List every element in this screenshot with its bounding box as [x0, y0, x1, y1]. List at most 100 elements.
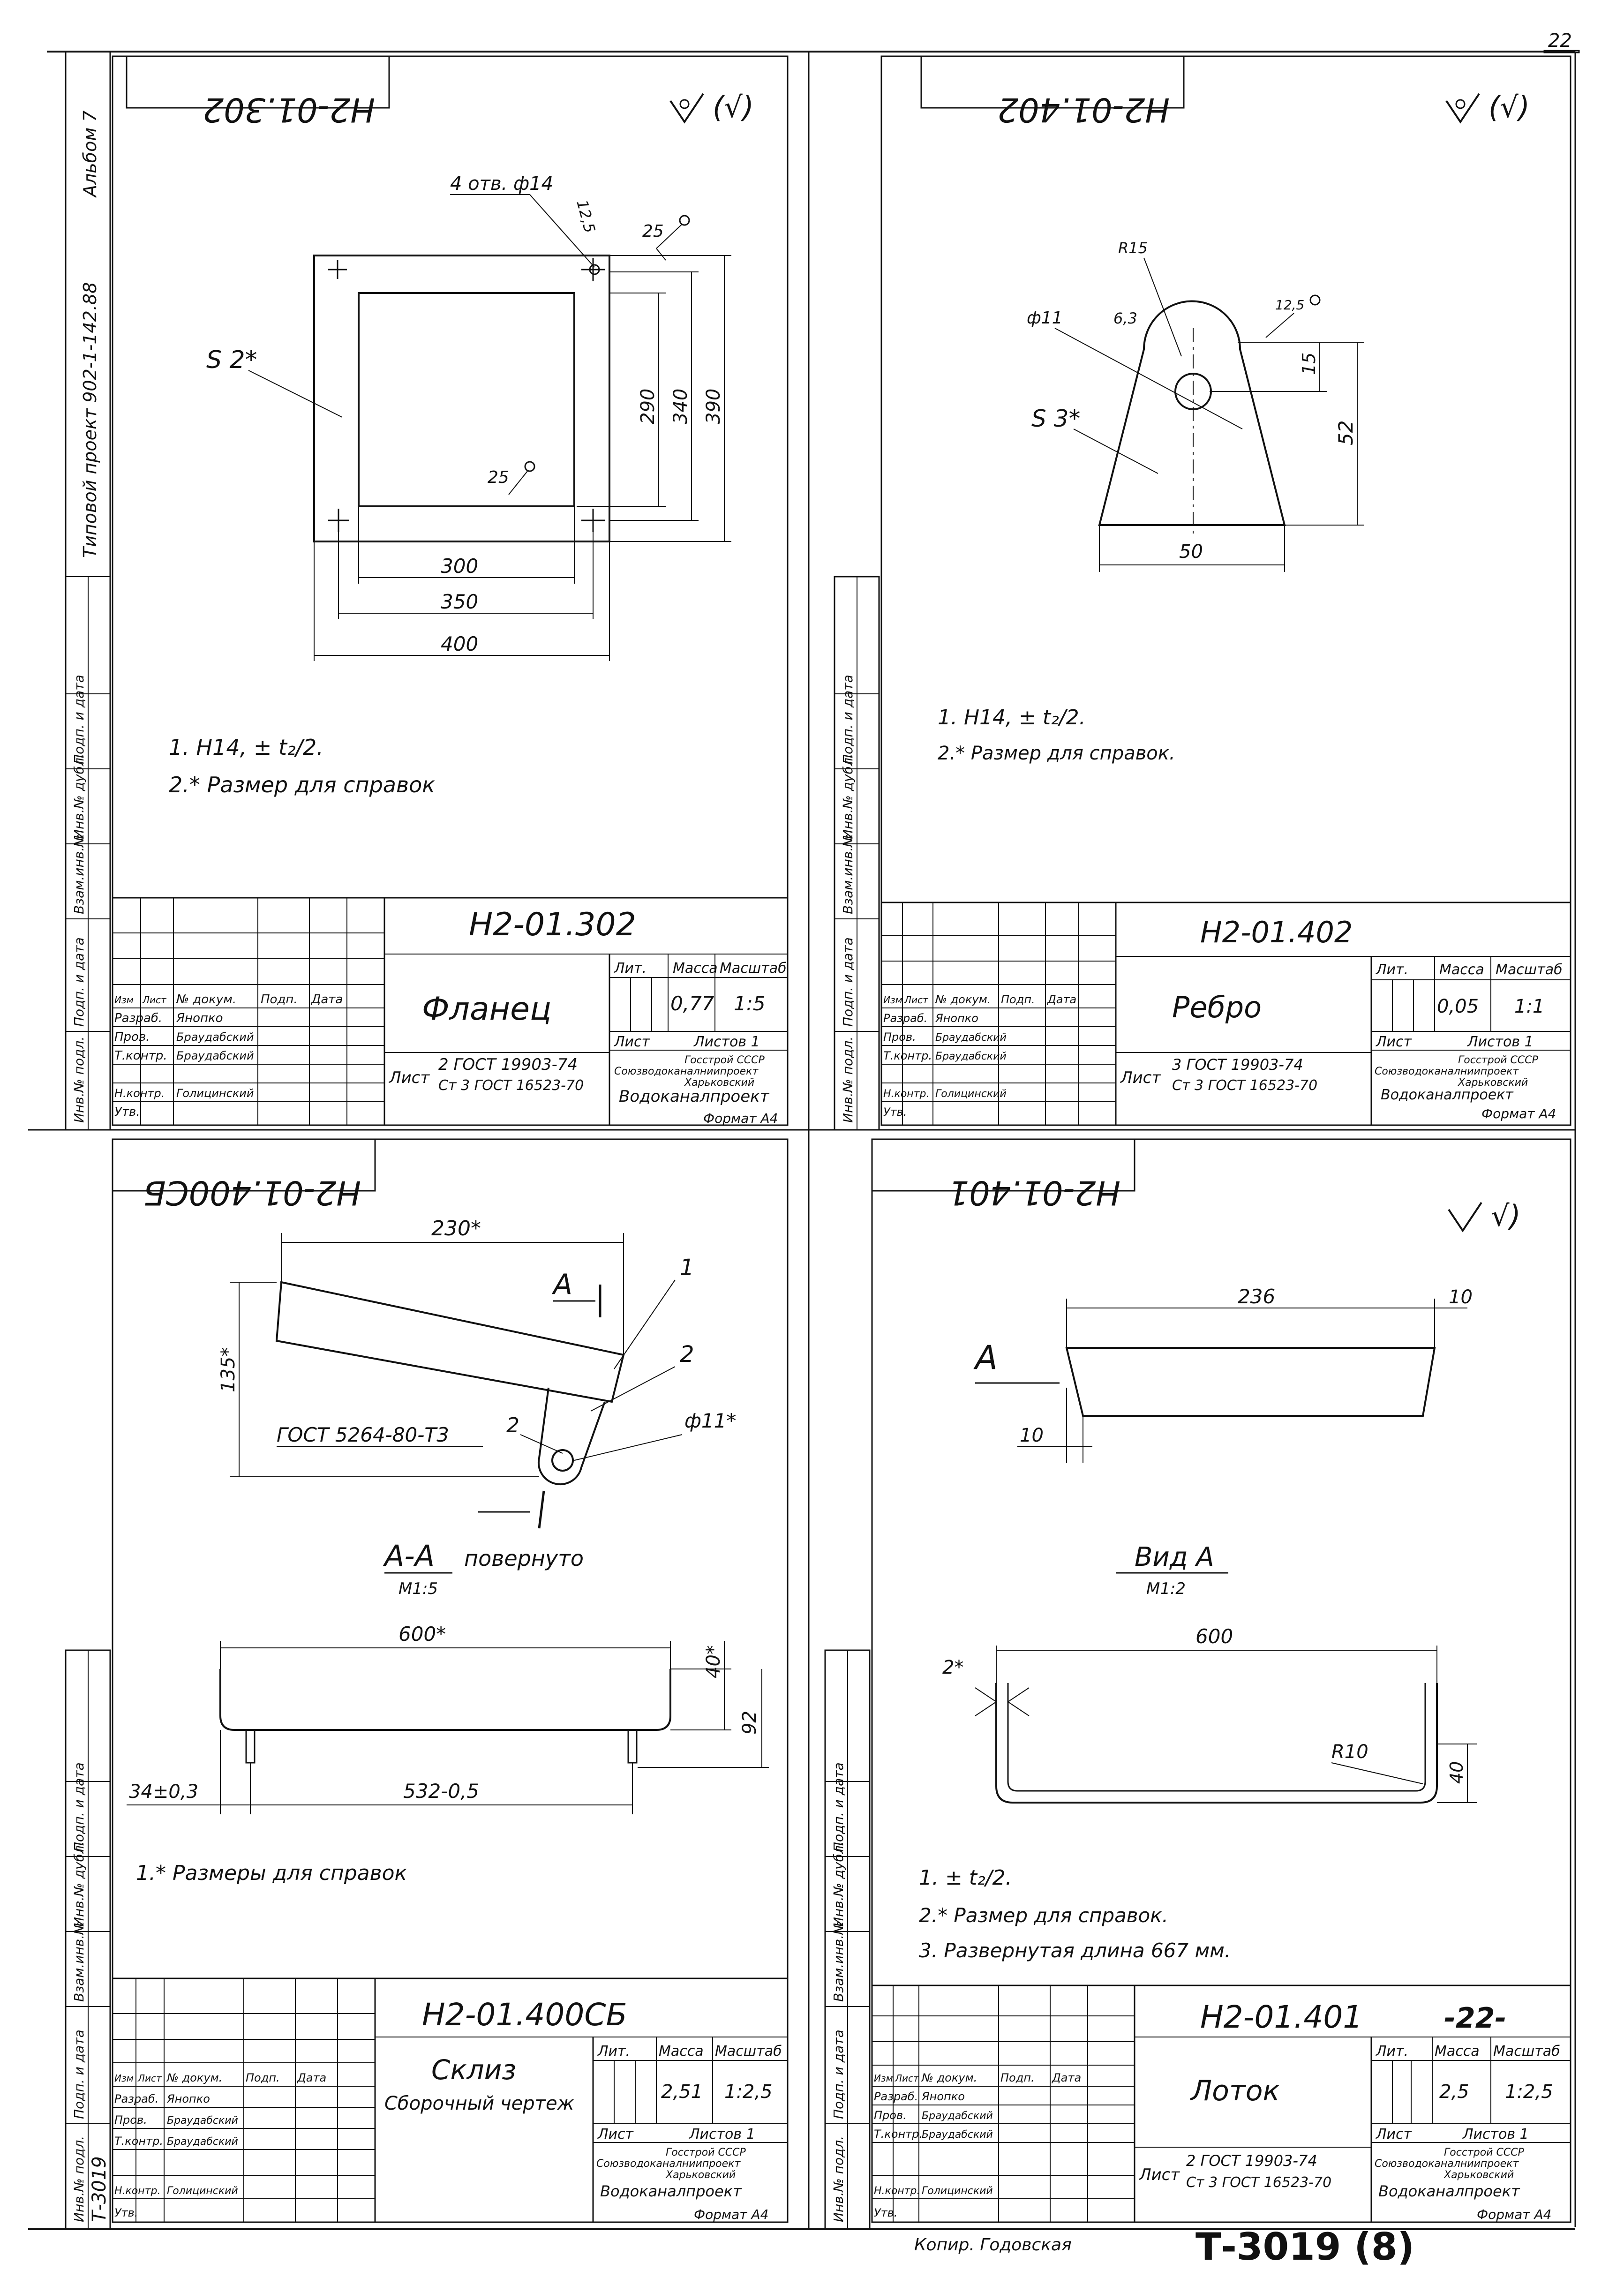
sheet-4-listov: Листов 1 [1462, 2126, 1529, 2142]
sheet-1-org2: Союзводоканалниипроект [614, 1066, 759, 1077]
sheet-2-list: Лист [1376, 1034, 1413, 1050]
lotok-d40: 40 [1446, 1761, 1467, 1784]
sheet-3-hdr-date: Дата [297, 2071, 326, 2084]
sheet-2-tkontr: Т.контр. [883, 1049, 932, 1062]
sheet-4-list: Лист [1376, 2126, 1413, 2142]
sheet-4-name-nkontr: Голицинский [922, 2185, 993, 2197]
sheet-1-nkontr: Н.контр. [114, 1087, 165, 1100]
skliz-d600: 600* [398, 1623, 446, 1646]
side-cell-3: Взам.инв.№ [71, 834, 87, 914]
sheet-4-hdr-date: Дата [1052, 2071, 1081, 2084]
flanets-r12: 12,5 [573, 198, 599, 235]
sheet-2-hdr-list: Лист [904, 994, 929, 1006]
sheet-4-sheet-mark: -22- [1444, 2002, 1506, 2035]
lotok-view-arrow: А [973, 1338, 998, 1377]
sheet-2-utv: Утв. [883, 1105, 907, 1119]
inv-number: Т-3019 [89, 2156, 110, 2222]
sheet-2-hdr-podp: Подп. [1001, 993, 1035, 1006]
sheet-3-scale: 1:2,5 [724, 2081, 773, 2103]
flanets-d390: 390 [703, 389, 724, 424]
title-block-2: Н2-01.402 Ребро Лит. Масса Масштаб 0,05 … [880, 902, 1571, 1126]
sheet-1-hdr-podp: Подп. [261, 992, 298, 1007]
sheet-1-prov: Пров. [114, 1030, 150, 1044]
sheet-4-mat-1: 2 ГОСТ 19903-74 [1186, 2152, 1317, 2170]
side-cell-r5: Подп. и дата [840, 675, 856, 764]
side-cell-rb3: Взам.инв.№ [831, 1921, 846, 2002]
sheet-1-listov: Листов 1 [693, 1034, 760, 1050]
sheet-1-roughness: (√) [713, 90, 754, 124]
sheet-3-utv: Утв. [114, 2206, 138, 2219]
skliz-section-note: повернуто [464, 1546, 584, 1571]
sheet-3-nkontr: Н.контр. [114, 2185, 160, 2197]
sheet-2-mat-2: Ст 3 ГОСТ 16523-70 [1172, 1077, 1317, 1094]
sheet-4-hdr-doc: № докум. [921, 2071, 977, 2084]
sheet-1-mat-prefix: Лист [388, 1068, 430, 1087]
flanets-d340: 340 [670, 389, 692, 424]
sheet-4-name-prov: Браудабский [922, 2110, 993, 2122]
side-cell-rb4: Инв.№ дубл. [831, 1841, 846, 1927]
sheet-4-masshtab: Масштаб [1493, 2043, 1560, 2060]
title-block-3: Н2-01.400СБ Склиз Сборочный чертеж Лит. … [112, 1977, 789, 2223]
sheet-1-mat-1: 2 ГОСТ 19903-74 [438, 1055, 578, 1074]
sheet-4-hdr-podp: Подп. [1000, 2071, 1035, 2084]
sheet-3-title: Склиз [431, 2054, 516, 2086]
sheet-1-hdr-date: Дата [311, 992, 343, 1007]
sheet-4-name-razrab: Янопко [921, 2090, 965, 2103]
sheet-3-mirror-code: Н2-01.400СБ [143, 1173, 361, 1212]
sheet-2-name-nkontr: Голицинский [935, 1088, 1007, 1100]
sheet-1-lit: Лит. [614, 960, 647, 977]
rebro-d15: 15 [1299, 353, 1319, 375]
sheet-3-mass: 2,51 [661, 2081, 703, 2103]
sheet-1-masshtab: Масштаб [720, 960, 787, 977]
skliz-cut-top: А [551, 1268, 572, 1301]
sheet-1-mirror-code: Н2-01.302 [203, 90, 375, 129]
skliz-p2a: 2 [680, 1341, 694, 1368]
flanets-r25a: 25 [642, 222, 664, 241]
lotok-note-1: 1. ± t₂/2. [919, 1866, 1012, 1890]
sheet-1-utv: Утв. [114, 1105, 140, 1119]
sheet-1-title: Фланец [422, 991, 551, 1028]
sheet-2-hdr-date: Дата [1047, 993, 1076, 1006]
skliz-d230: 230* [431, 1217, 481, 1240]
side-cell-r2: Подп. и дата [840, 937, 856, 1027]
sheet-3-hdr-podp: Подп. [246, 2071, 280, 2084]
skliz-d34: 34±0,3 [129, 1781, 198, 1803]
sheet-2-format: Формат А4 [1481, 1106, 1556, 1121]
sheet-1-code: Н2-01.302 [469, 906, 636, 943]
side-cell-4: Инв.№ дубл. [71, 753, 87, 839]
sheet-3-name-razrab: Янопко [166, 2092, 210, 2105]
sheet-2-code: Н2-01.402 [1200, 915, 1353, 949]
side-strip-right-top: Инв.№ подл. Подп. и дата Взам.инв.№ Инв.… [834, 576, 880, 1131]
sheet-3-format: Формат А4 [694, 2207, 768, 2222]
sheet-3-hdr-doc: № докум. [166, 2071, 222, 2084]
sheet-3-hdr-izm: Изм [114, 2073, 134, 2084]
sheet-1-list: Лист [614, 1034, 651, 1050]
rebro-d52: 52 [1334, 421, 1357, 445]
lotok-d236: 236 [1238, 1285, 1275, 1308]
sheet-1-mat-2: Ст 3 ГОСТ 16523-70 [438, 1077, 584, 1094]
skliz-section: А-А [383, 1539, 435, 1573]
sheet-skliz: Н2-01.400СБ 230* 135* А 1 2 ГОСТ 5264-80… [112, 1138, 789, 2223]
copyist-label: Копир. Годовская [914, 2235, 1072, 2255]
sheet-1-hdr-izm: Изм [114, 994, 134, 1006]
flanets-d400: 400 [441, 632, 478, 655]
sheet-2-mat-1: 3 ГОСТ 19903-74 [1172, 1056, 1303, 1074]
title-block-4: Н2-01.401 -22- Лоток Лит. Масса Масштаб … [871, 1984, 1571, 2223]
project-label: Типовой проект 902-1-142.88 [80, 282, 100, 558]
skliz-d532: 532-0,5 [403, 1780, 479, 1803]
sheet-3-name-prov: Браудабский [167, 2115, 238, 2127]
sheet-2-name-prov: Браудабский [935, 1032, 1007, 1044]
side-strip-right-bottom: Инв.№ подл. Подп. и дата Взам.инв.№ Инв.… [824, 1649, 871, 2230]
sheet-2-org1: Госстрой СССР [1458, 1054, 1539, 1066]
sheet-2-razrab: Разраб. [883, 1012, 927, 1025]
skliz-d40: 40* [703, 1645, 724, 1678]
album-label: Альбом 7 [80, 111, 100, 198]
flanets-s: S 2* [206, 346, 257, 374]
title-block-1: Н2-01.302 Фланец Лит. Масса Масштаб 0,77… [112, 897, 789, 1126]
side-cell-rb1: Инв.№ подл. [831, 2136, 846, 2222]
sheet-3-listov: Листов 1 [689, 2126, 755, 2142]
sheet-4-massa: Масса [1435, 2043, 1480, 2060]
rebro-r15: R15 [1118, 239, 1148, 257]
lotok-d600: 600 [1195, 1625, 1233, 1648]
